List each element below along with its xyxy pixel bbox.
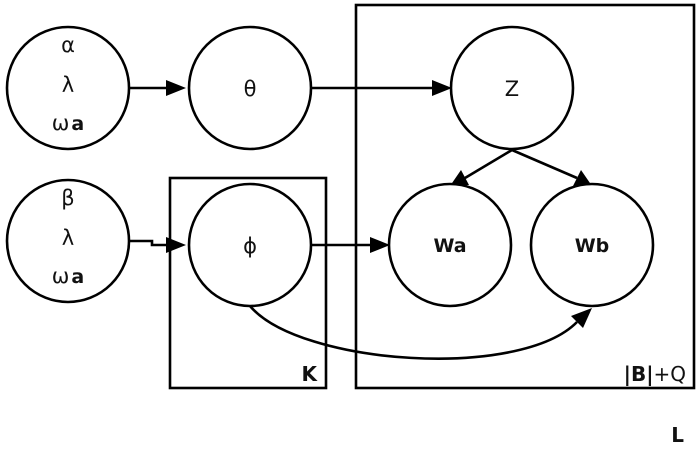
plate-k-label: K: [302, 362, 319, 386]
edge-z-to-wb: [511, 148, 578, 180]
plate-k: [168, 176, 328, 390]
node-wa: Wa: [387, 182, 513, 308]
edge-phi-to-wb: [249, 305, 578, 360]
phi-label: ϕ: [243, 234, 257, 258]
theta-label: θ: [244, 77, 257, 101]
arrowhead-phi-wb: [571, 308, 592, 328]
hyper-b-line2: λ: [62, 226, 74, 250]
hyper-a-line2: λ: [62, 73, 74, 97]
wa-label: Wa: [433, 235, 466, 257]
node-phi: ϕ: [187, 182, 313, 308]
plate-l-label: L: [671, 423, 684, 447]
arrowhead-z: [432, 80, 452, 96]
node-wb: Wb: [529, 182, 655, 308]
hyper-b-line1: β: [61, 186, 74, 210]
plate-b-q-label: |B|+Q: [624, 362, 686, 386]
wb-label: Wb: [575, 235, 610, 257]
edge-z-to-wa: [464, 148, 513, 180]
arrowhead-z-wa: [450, 170, 469, 186]
arrowhead-wa: [370, 237, 390, 253]
z-label: Z: [505, 77, 519, 101]
arrowhead-z-wb: [573, 170, 592, 186]
node-theta: θ: [187, 25, 313, 151]
edge-hyper-b-to-phi: [129, 239, 166, 247]
arrowhead-phi: [166, 237, 186, 253]
plate-b-q: [354, 3, 696, 390]
node-z: Z: [449, 25, 575, 151]
hyper-a-line1: α: [61, 33, 75, 57]
arrowhead-theta: [166, 80, 186, 96]
